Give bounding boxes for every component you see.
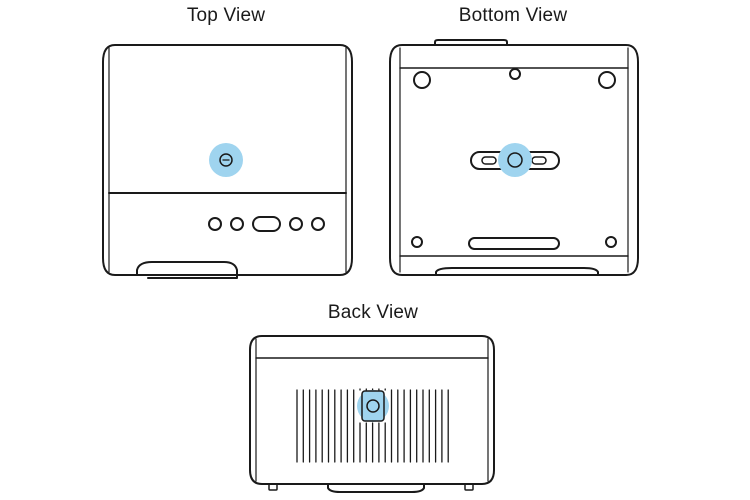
top-button-3	[289, 217, 303, 231]
bottom-view-title: Bottom View	[458, 5, 568, 26]
back-vent-slats	[296, 388, 449, 463]
back-foot-right	[464, 483, 474, 491]
bottom-foot-top-left	[413, 71, 431, 89]
back-port-frame	[361, 390, 385, 422]
top-view-title: Top View	[186, 5, 266, 26]
bottom-view-drawing	[389, 39, 639, 276]
bottom-view-top-tab	[434, 39, 508, 46]
back-view-drawing	[249, 335, 495, 493]
back-view-handle	[327, 483, 425, 493]
top-view-drawing	[102, 44, 353, 279]
top-button-4	[311, 217, 325, 231]
top-view-handle	[136, 261, 238, 279]
top-button-center	[252, 216, 281, 232]
back-power-port	[366, 399, 380, 413]
bottom-view-handle	[435, 267, 599, 276]
bottom-foot-top-right	[598, 71, 616, 89]
bottom-tripod-socket	[507, 152, 523, 168]
bottom-foot-top-center	[509, 68, 521, 80]
back-foot-left	[268, 483, 278, 491]
top-view-body	[102, 44, 353, 276]
bottom-tripod-highlight	[498, 143, 532, 177]
bottom-grille-slot	[468, 237, 560, 250]
top-sensor-icon	[219, 153, 233, 167]
bottom-mount-slot-right	[531, 156, 547, 165]
bottom-foot-bottom-right	[605, 236, 617, 248]
back-view-title: Back View	[327, 302, 419, 323]
bottom-foot-bottom-left	[411, 236, 423, 248]
top-button-1	[208, 217, 222, 231]
bottom-mount-slot-left	[481, 156, 497, 165]
bottom-view-body	[389, 44, 639, 276]
top-button-2	[230, 217, 244, 231]
back-view-body	[249, 335, 495, 485]
